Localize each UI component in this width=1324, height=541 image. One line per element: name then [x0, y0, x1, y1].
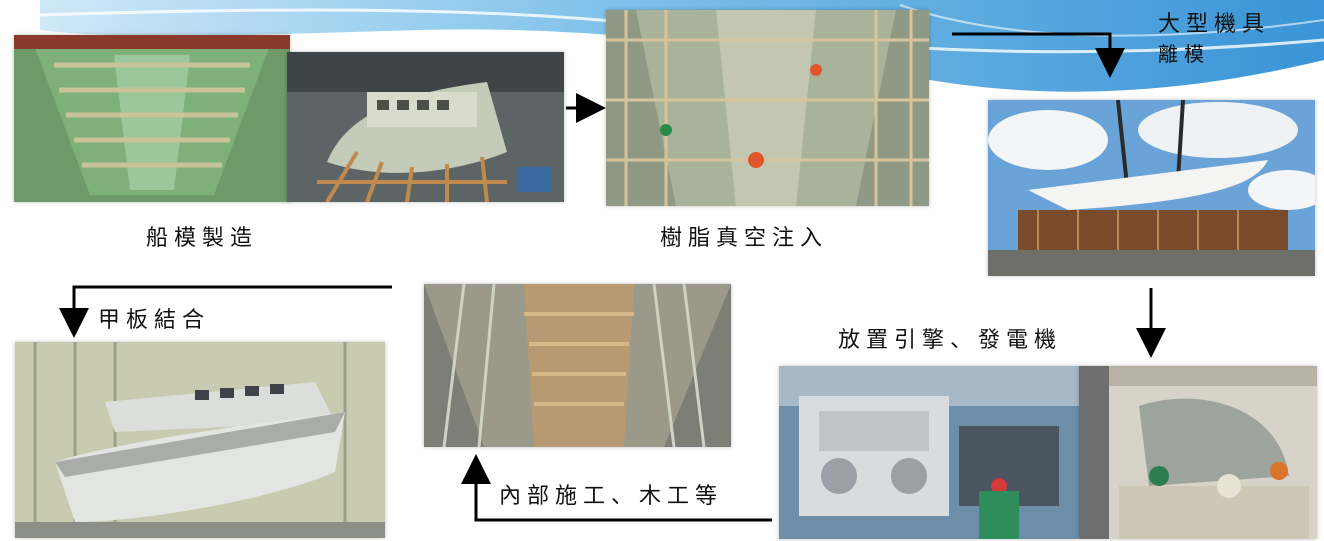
photo-demold-crane [988, 100, 1315, 276]
label-engine-install: 放置引擎、發電機 [838, 328, 1063, 353]
label-demold-line1: 大型機具 [1158, 12, 1271, 37]
label-interior-work: 內部施工、木工等 [499, 484, 724, 509]
label-deck-join: 甲板結合 [98, 308, 211, 333]
photo-generator-install [1079, 366, 1317, 539]
photo-interior-work [424, 284, 731, 447]
photo-hull-mold-interior [14, 35, 290, 202]
label-demold-line2: 離模 [1158, 42, 1210, 66]
photo-hull-mold-workshop [287, 52, 564, 202]
label-resin-infusion: 樹脂真空注入 [660, 226, 829, 251]
photo-resin-infusion [606, 10, 929, 206]
label-hull-mold: 船模製造 [146, 226, 259, 251]
photo-engine-install [779, 366, 1079, 539]
photo-deck-join [15, 342, 385, 538]
